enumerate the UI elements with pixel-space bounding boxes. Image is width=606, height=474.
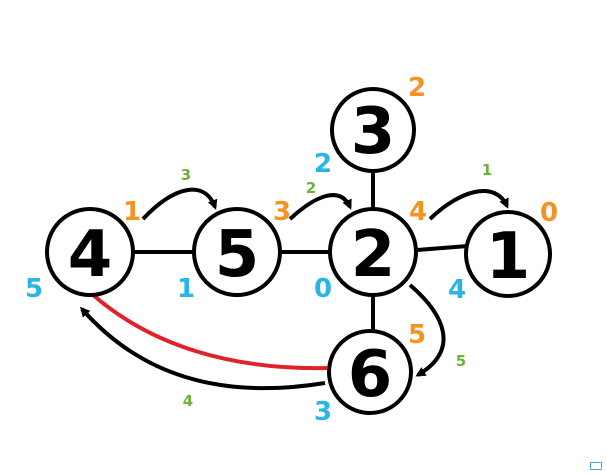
node-3-circle <box>330 87 416 173</box>
disc-label-node-2: 4 <box>409 197 427 227</box>
low-label-node-6: 3 <box>314 397 332 427</box>
step-label-2-6: 5 <box>456 352 466 370</box>
node-1-circle <box>464 210 552 298</box>
node-2-circle <box>328 207 418 297</box>
edge-2-1 <box>416 244 469 252</box>
low-label-node-2: 0 <box>314 274 332 304</box>
back-edge-6-4 <box>90 292 328 371</box>
step-label-6-4: 4 <box>183 392 193 410</box>
edges <box>134 170 469 330</box>
node-5-circle <box>192 207 282 297</box>
low-label-node-4: 5 <box>25 274 43 304</box>
step-label-5-2: 2 <box>306 179 316 197</box>
traversal-arrow-6-4 <box>80 306 326 391</box>
node-4-circle <box>45 207 135 297</box>
disc-label-node-1: 0 <box>540 198 558 228</box>
disc-label-node-5: 3 <box>273 197 291 227</box>
discovery-labels: 1 3 4 2 0 5 <box>123 73 558 350</box>
step-label-2-1: 1 <box>482 161 492 179</box>
disc-label-node-6: 5 <box>408 320 426 350</box>
node-6-label: 6 <box>348 338 393 412</box>
disc-label-node-3: 2 <box>408 73 426 103</box>
low-label-node-3: 2 <box>314 149 332 179</box>
traversal-arrow-4-5 <box>141 187 218 221</box>
node-3-label: 3 <box>351 95 396 169</box>
node-1: 1 <box>464 210 552 298</box>
disc-label-node-4: 1 <box>123 197 141 227</box>
low-labels: 5 1 0 2 4 3 <box>25 149 466 427</box>
step-labels: 3 2 1 5 4 <box>181 161 492 410</box>
node-6: 6 <box>327 329 413 415</box>
corner-handle-icon <box>590 462 602 470</box>
traversal-arrows <box>80 187 509 391</box>
node-2-label: 2 <box>351 218 396 292</box>
traversal-arrow-2-1 <box>428 189 509 221</box>
node-6-circle <box>327 329 413 415</box>
node-1-label: 1 <box>486 220 531 294</box>
node-2: 2 <box>328 207 418 297</box>
node-5: 5 <box>192 207 282 297</box>
traversal-arrow-2-6 <box>408 283 446 377</box>
node-4: 4 <box>45 207 135 297</box>
step-label-4-5: 3 <box>181 166 191 184</box>
low-label-node-1: 4 <box>448 275 466 305</box>
low-label-node-5: 1 <box>177 274 195 304</box>
node-5-label: 5 <box>215 218 260 292</box>
node-3: 3 <box>330 87 416 173</box>
node-4-label: 4 <box>68 218 113 292</box>
traversal-arrow-5-2 <box>288 193 352 221</box>
